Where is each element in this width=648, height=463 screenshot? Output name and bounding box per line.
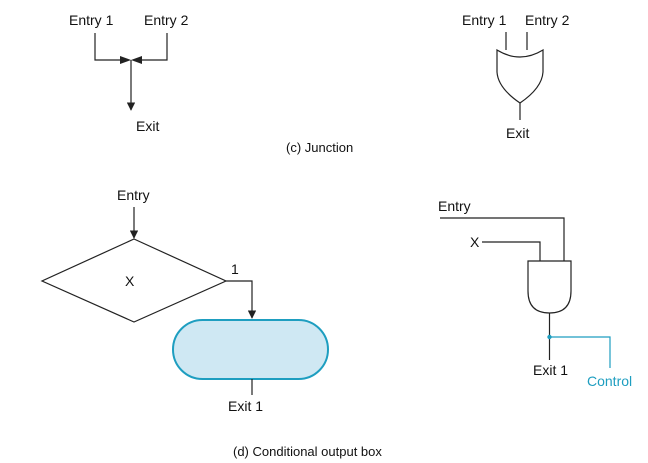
conditional-exit-label: Exit 1 xyxy=(228,398,263,414)
and-gate-exit-label: Exit 1 xyxy=(533,362,568,378)
junction-or-gate: Entry 1 Entry 2 Exit xyxy=(462,12,570,141)
branch-arrow xyxy=(226,280,257,319)
or-gate-symbol xyxy=(496,48,544,104)
or-gate-entry1-label: Entry 1 xyxy=(462,12,507,28)
control-wire xyxy=(549,336,611,368)
and-gate-x-wire xyxy=(482,241,541,261)
conditional-and-gate: Entry X Exit 1 Control xyxy=(438,198,632,389)
decision-label: X xyxy=(125,273,135,289)
or-gate-entry2-label: Entry 2 xyxy=(525,12,570,28)
junction-caption: (c) Junction xyxy=(286,140,353,155)
conditional-entry-label: Entry xyxy=(117,187,150,203)
junction-entry2-label: Entry 2 xyxy=(144,12,189,28)
junction-entry1-label: Entry 1 xyxy=(69,12,114,28)
and-gate-entry-wire xyxy=(440,217,565,261)
and-gate-symbol xyxy=(527,260,572,314)
branch-label: 1 xyxy=(231,261,239,277)
junction-entry1-line xyxy=(94,33,125,61)
junction-arrowhead-right xyxy=(131,56,142,64)
control-label: Control xyxy=(587,373,632,389)
conditional-caption: (d) Conditional output box xyxy=(233,444,382,459)
conditional-flowchart: Entry X 1 Exit 1 xyxy=(40,187,329,414)
decision-diamond xyxy=(40,238,228,323)
and-gate-x-label: X xyxy=(470,234,480,250)
conditional-output-box xyxy=(172,319,329,380)
junction-arrowhead-left xyxy=(120,56,131,64)
junction-entry2-line xyxy=(137,33,168,61)
junction-exit-label: Exit xyxy=(136,118,159,134)
and-gate-entry-label: Entry xyxy=(438,198,471,214)
junction-flowchart: Entry 1 Entry 2 Exit xyxy=(69,12,189,134)
or-gate-exit-label: Exit xyxy=(506,125,529,141)
